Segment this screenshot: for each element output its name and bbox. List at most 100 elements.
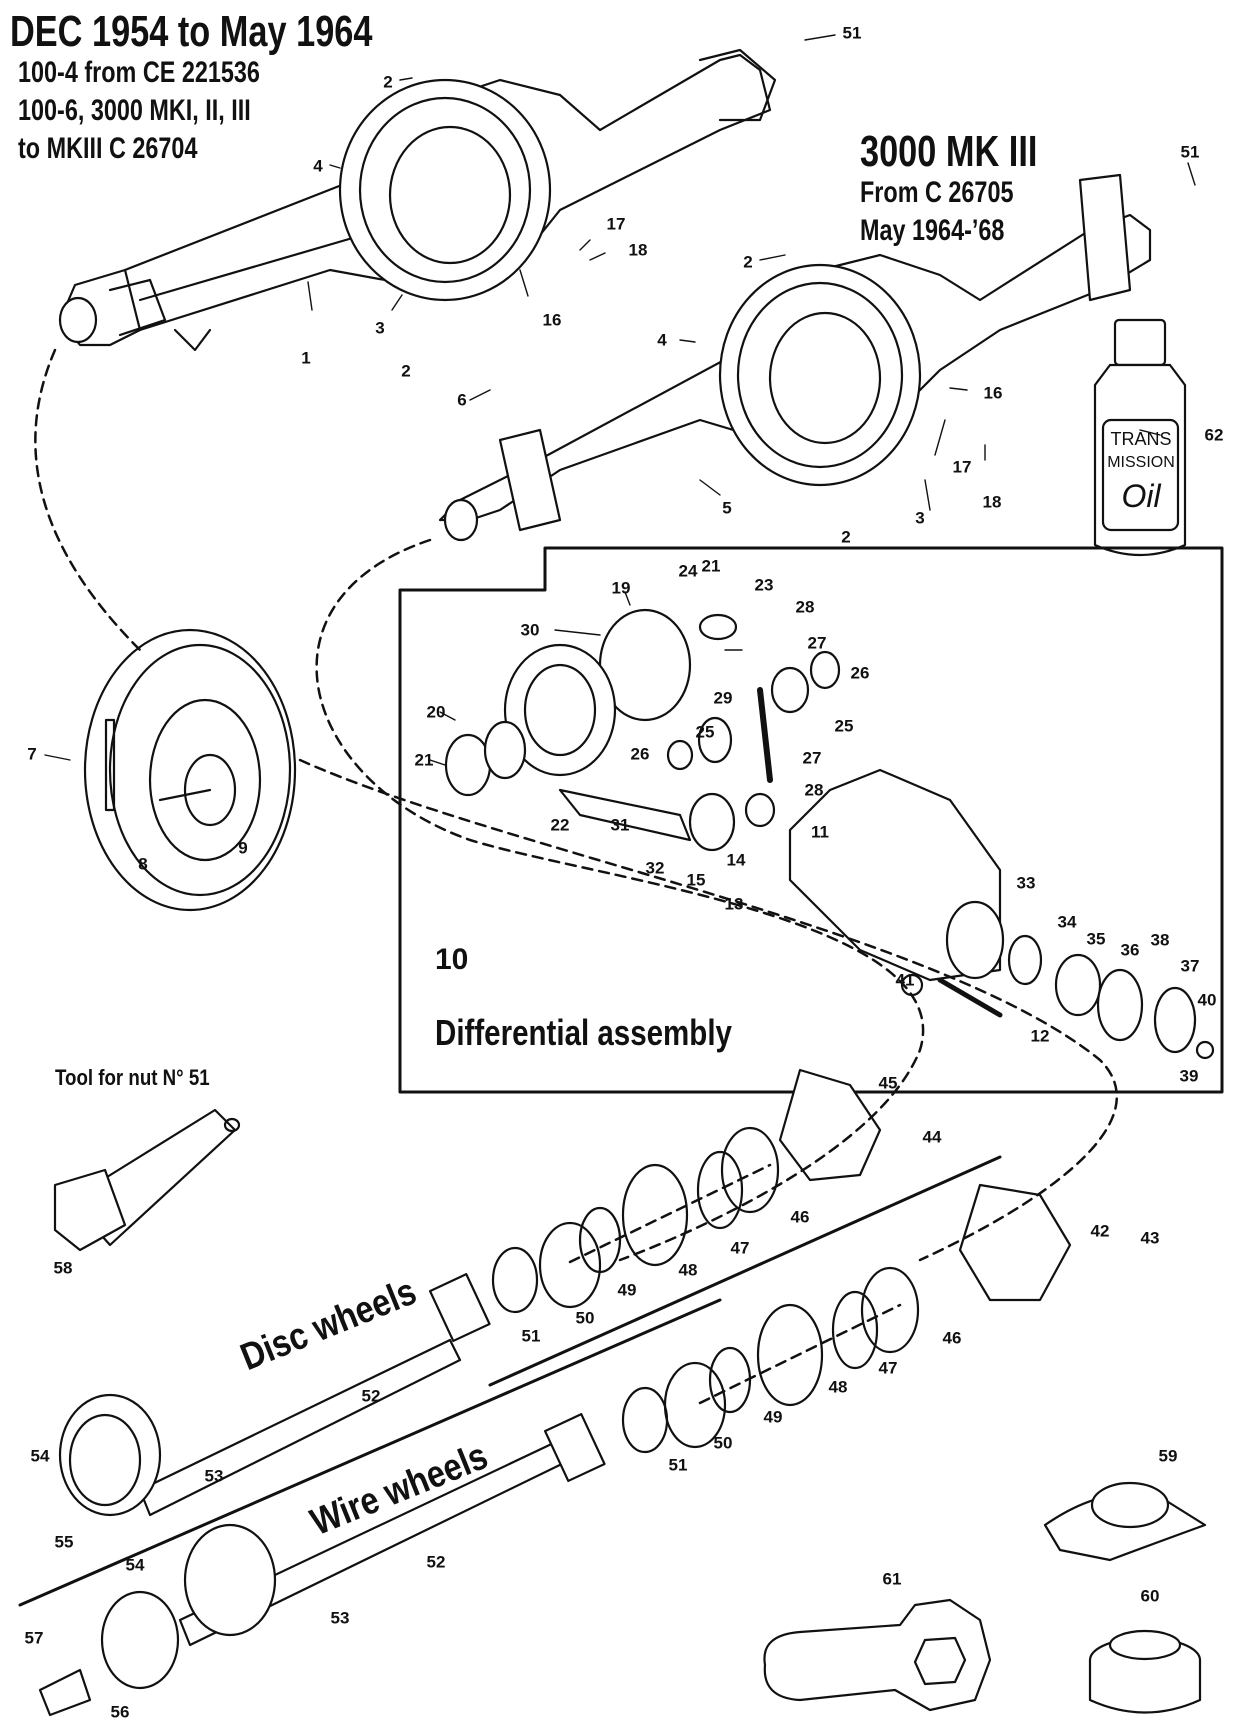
callout-43: 43: [1140, 1228, 1160, 1248]
callout-33: 33: [1016, 873, 1036, 893]
callout-4: 4: [313, 156, 323, 176]
callout-42: 42: [1090, 1221, 1110, 1241]
callout-44: 44: [922, 1127, 942, 1147]
callout-2: 2: [401, 361, 411, 381]
callout-12: 12: [1030, 1026, 1050, 1046]
callout-25: 25: [695, 722, 715, 742]
callout-59: 59: [1158, 1446, 1178, 1466]
hub-cap: [1088, 1629, 1202, 1714]
oil-label-line1: TRANS: [1110, 429, 1172, 449]
callout-32: 32: [645, 858, 665, 878]
callout-11: 11: [811, 822, 829, 842]
callout-54: 54: [30, 1446, 50, 1466]
callout-24: 24: [678, 561, 698, 581]
differential-name: Differential assembly: [435, 1012, 732, 1053]
callout-18: 18: [628, 240, 648, 260]
differential-parts: [444, 608, 1215, 1060]
callout-49: 49: [617, 1280, 637, 1300]
heading-late-model: 3000 MK III: [860, 127, 1038, 176]
callout-31: 31: [610, 815, 630, 835]
callout-53: 53: [204, 1466, 224, 1486]
callout-58: 58: [53, 1258, 73, 1278]
nut-tool: [53, 1108, 241, 1252]
callout-4: 4: [657, 330, 667, 350]
callout-8: 8: [138, 854, 148, 874]
callout-47: 47: [730, 1238, 750, 1258]
callout-41: 41: [895, 970, 915, 990]
callout-51: 51: [521, 1326, 541, 1346]
divider-upper: [488, 1155, 1002, 1387]
callout-34: 34: [1057, 912, 1077, 932]
divider-lower: [18, 1298, 722, 1607]
dashed-guides: [34, 348, 1119, 1405]
callout-7: 7: [27, 744, 37, 764]
callout-5: 5: [722, 498, 732, 518]
callout-46: 46: [942, 1328, 962, 1348]
callout-56: 56: [110, 1702, 130, 1722]
leader-lines: [44, 34, 1196, 766]
disc-halfshaft: [58, 1068, 882, 1517]
callout-50: 50: [575, 1308, 595, 1328]
callout-2: 2: [383, 72, 393, 92]
differential-box: [398, 546, 1224, 1094]
callout-19: 19: [611, 578, 631, 598]
callout-52: 52: [426, 1552, 446, 1572]
callout-39: 39: [1179, 1066, 1199, 1086]
callout-37: 37: [1180, 956, 1200, 976]
callout-3: 3: [915, 508, 925, 528]
callout-51: 51: [842, 23, 862, 43]
callout-55: 55: [54, 1532, 74, 1552]
callout-51: 51: [1180, 142, 1200, 162]
callout-54: 54: [125, 1555, 145, 1575]
oil-label-line3: Oil: [1121, 478, 1161, 514]
callout-17: 17: [606, 214, 626, 234]
heading-late-line1: From C 26705: [860, 176, 1014, 209]
heading-late-line2: May 1964-’68: [860, 214, 1005, 247]
axle-housing-late: [438, 173, 1152, 542]
callout-2: 2: [743, 252, 753, 272]
callout-45: 45: [878, 1073, 898, 1093]
callout-27: 27: [807, 633, 827, 653]
callout-51: 51: [668, 1455, 688, 1475]
heading-early-line1: 100-4 from CE 221536: [18, 56, 260, 89]
callout-13: 13: [724, 894, 744, 914]
axle-housing-early: [58, 48, 777, 352]
callout-38: 38: [1150, 930, 1170, 950]
brake-backplate: [83, 628, 297, 912]
callout-30: 30: [520, 620, 540, 640]
callout-57: 57: [24, 1628, 44, 1648]
callout-29: 29: [713, 688, 733, 708]
callout-35: 35: [1086, 929, 1106, 949]
callout-61: 61: [882, 1569, 902, 1589]
callout-46: 46: [790, 1207, 810, 1227]
wire-halfshaft: [38, 1183, 1072, 1717]
wheel-spinner: [1043, 1481, 1207, 1562]
oil-label-line2: MISSION: [1107, 454, 1175, 471]
callout-23: 23: [754, 575, 774, 595]
callout-6: 6: [457, 390, 467, 410]
callout-28: 28: [804, 780, 824, 800]
callout-27: 27: [802, 748, 822, 768]
callout-9: 9: [238, 838, 248, 858]
callout-15: 15: [686, 870, 706, 890]
callout-18: 18: [982, 492, 1002, 512]
callout-48: 48: [828, 1377, 848, 1397]
callout-22: 22: [550, 815, 570, 835]
callout-26: 26: [850, 663, 870, 683]
callout-21: 21: [701, 556, 721, 576]
heading-early-line2: 100-6, 3000 MKI, II, III: [18, 94, 251, 127]
callout-16: 16: [542, 310, 562, 330]
callout-21: 21: [414, 750, 434, 770]
callout-47: 47: [878, 1358, 898, 1378]
callout-50: 50: [713, 1433, 733, 1453]
spanner: [763, 1598, 992, 1712]
callout-36: 36: [1120, 940, 1140, 960]
callout-2: 2: [841, 527, 851, 547]
callout-53: 53: [330, 1608, 350, 1628]
callout-16: 16: [983, 383, 1003, 403]
callout-48: 48: [678, 1260, 698, 1280]
callout-26: 26: [630, 744, 650, 764]
callout-14: 14: [726, 850, 746, 870]
